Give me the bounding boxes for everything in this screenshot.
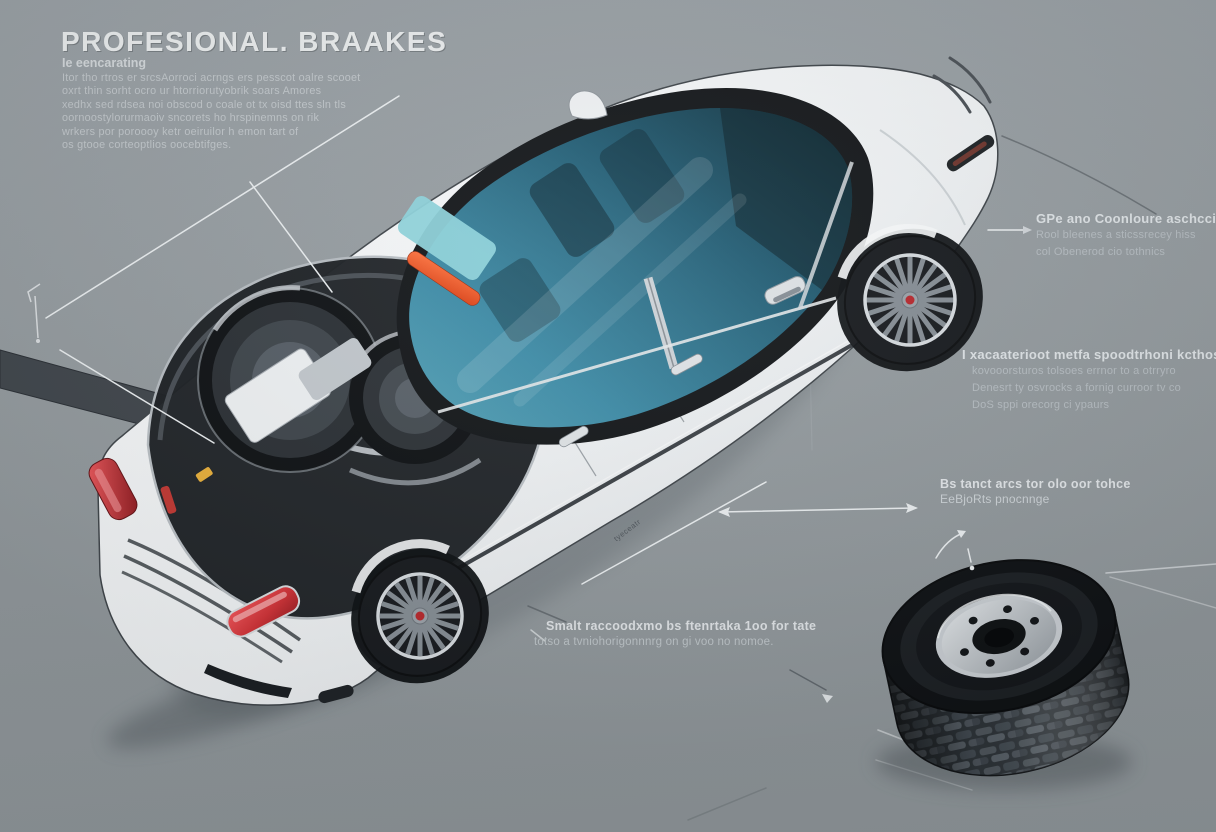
- lug-holes: [960, 605, 1039, 667]
- callout-heading: Bs tanct arcs tor olo oor tohce: [940, 477, 1131, 491]
- arrow-left-icon: [718, 507, 730, 517]
- callout-line: DoS sppi orecorg ci ypaurs: [972, 398, 1110, 411]
- paragraph-line: Itor tho rtros er srcsAorroci acrngs ers…: [62, 72, 361, 84]
- antenna-fin: [568, 90, 608, 120]
- measure-bracket-icon: [27, 283, 41, 343]
- front-wheel: [837, 224, 983, 372]
- intro-subtitle: Ie eencarating: [62, 56, 147, 70]
- callout-line: kovooorsturos tolsoes errnor to a otrryr…: [972, 365, 1176, 377]
- callout-bottom-note: Smalt raccoodxmo bs ftenrtaka 1oo for ta…: [534, 619, 816, 650]
- motion-strokes: [932, 56, 1157, 215]
- callout-line: EeBjoRts pnocnnge: [940, 492, 1050, 506]
- callout-line: col Obenerod cio tothnics: [1036, 245, 1166, 258]
- taillight-quarter: [88, 457, 138, 521]
- a-pillar: [798, 161, 854, 309]
- arrow-right-icon: [906, 503, 918, 513]
- callout-tire-detail: Bs tanct arcs tor olo oor tohce EeBjoRts…: [940, 477, 1131, 507]
- third-brake-light: [407, 251, 481, 306]
- callout-heading: I xacaaterioot metfa spoodtrhoni kcthos: [962, 347, 1216, 362]
- yellow-cap: [195, 467, 213, 482]
- taillight-strip: [226, 585, 301, 638]
- side-mirror: [764, 276, 806, 305]
- callout-mid-detail: I xacaaterioot metfa spoodtrhoni kcthos …: [962, 347, 1216, 412]
- callout-heading: GPe ano Coonloure aschccibo: [1036, 211, 1216, 226]
- red-latch: [160, 485, 177, 514]
- spare-tire: [881, 559, 1130, 777]
- paragraph-line: os gtooe corteoptlios oocebtifges.: [62, 139, 232, 152]
- headlight: [946, 135, 995, 172]
- rear-wheel: [351, 539, 489, 684]
- callout-heading: Smalt raccoodxmo bs ftenrtaka 1oo for ta…: [546, 619, 817, 633]
- intro-paragraph: Itor tho rtros er srcsAorroci acrngs ers…: [62, 72, 360, 152]
- double-arrow-line: [719, 507, 917, 513]
- arrowheads: [718, 226, 1032, 703]
- paragraph-line: wrkers por poroooy ketr oeiruilor h emon…: [62, 125, 299, 138]
- callout-line: totso a tvniohorigonnnrg on gi voo no no…: [534, 636, 774, 648]
- glass-roof: [396, 88, 874, 445]
- paragraph-line: xedhx sed rdsea noi obscod o coale ot tx…: [62, 98, 346, 111]
- paragraph-line: oxrt thin sorht ocro ur htorriorutyobrik…: [62, 85, 322, 98]
- callout-line: Denesrt ty osvrocks a fornig curroor tv …: [972, 381, 1181, 394]
- door-handle-rear: [558, 425, 589, 448]
- curved-arrow-icon: [935, 532, 964, 559]
- door-handle: [670, 353, 703, 376]
- callout-line: Rool bleenes a sticssrecey hiss: [1036, 229, 1196, 241]
- page-title: PROFESIONAL. BRAAKES: [61, 26, 448, 57]
- rear-bumper: [121, 538, 354, 704]
- interior-panel: [398, 196, 496, 280]
- callout-rear-detail: GPe ano Coonloure aschccibo Rool bleenes…: [1036, 211, 1216, 260]
- roof-rail: [437, 296, 837, 414]
- arrow-tip-icon: [957, 530, 966, 538]
- arrow-tip-icon: [822, 694, 833, 703]
- paragraph-line: oornoostylorurmaoiv sncorets ho hrspinem…: [62, 112, 320, 125]
- arrow-right-icon: [1023, 226, 1032, 234]
